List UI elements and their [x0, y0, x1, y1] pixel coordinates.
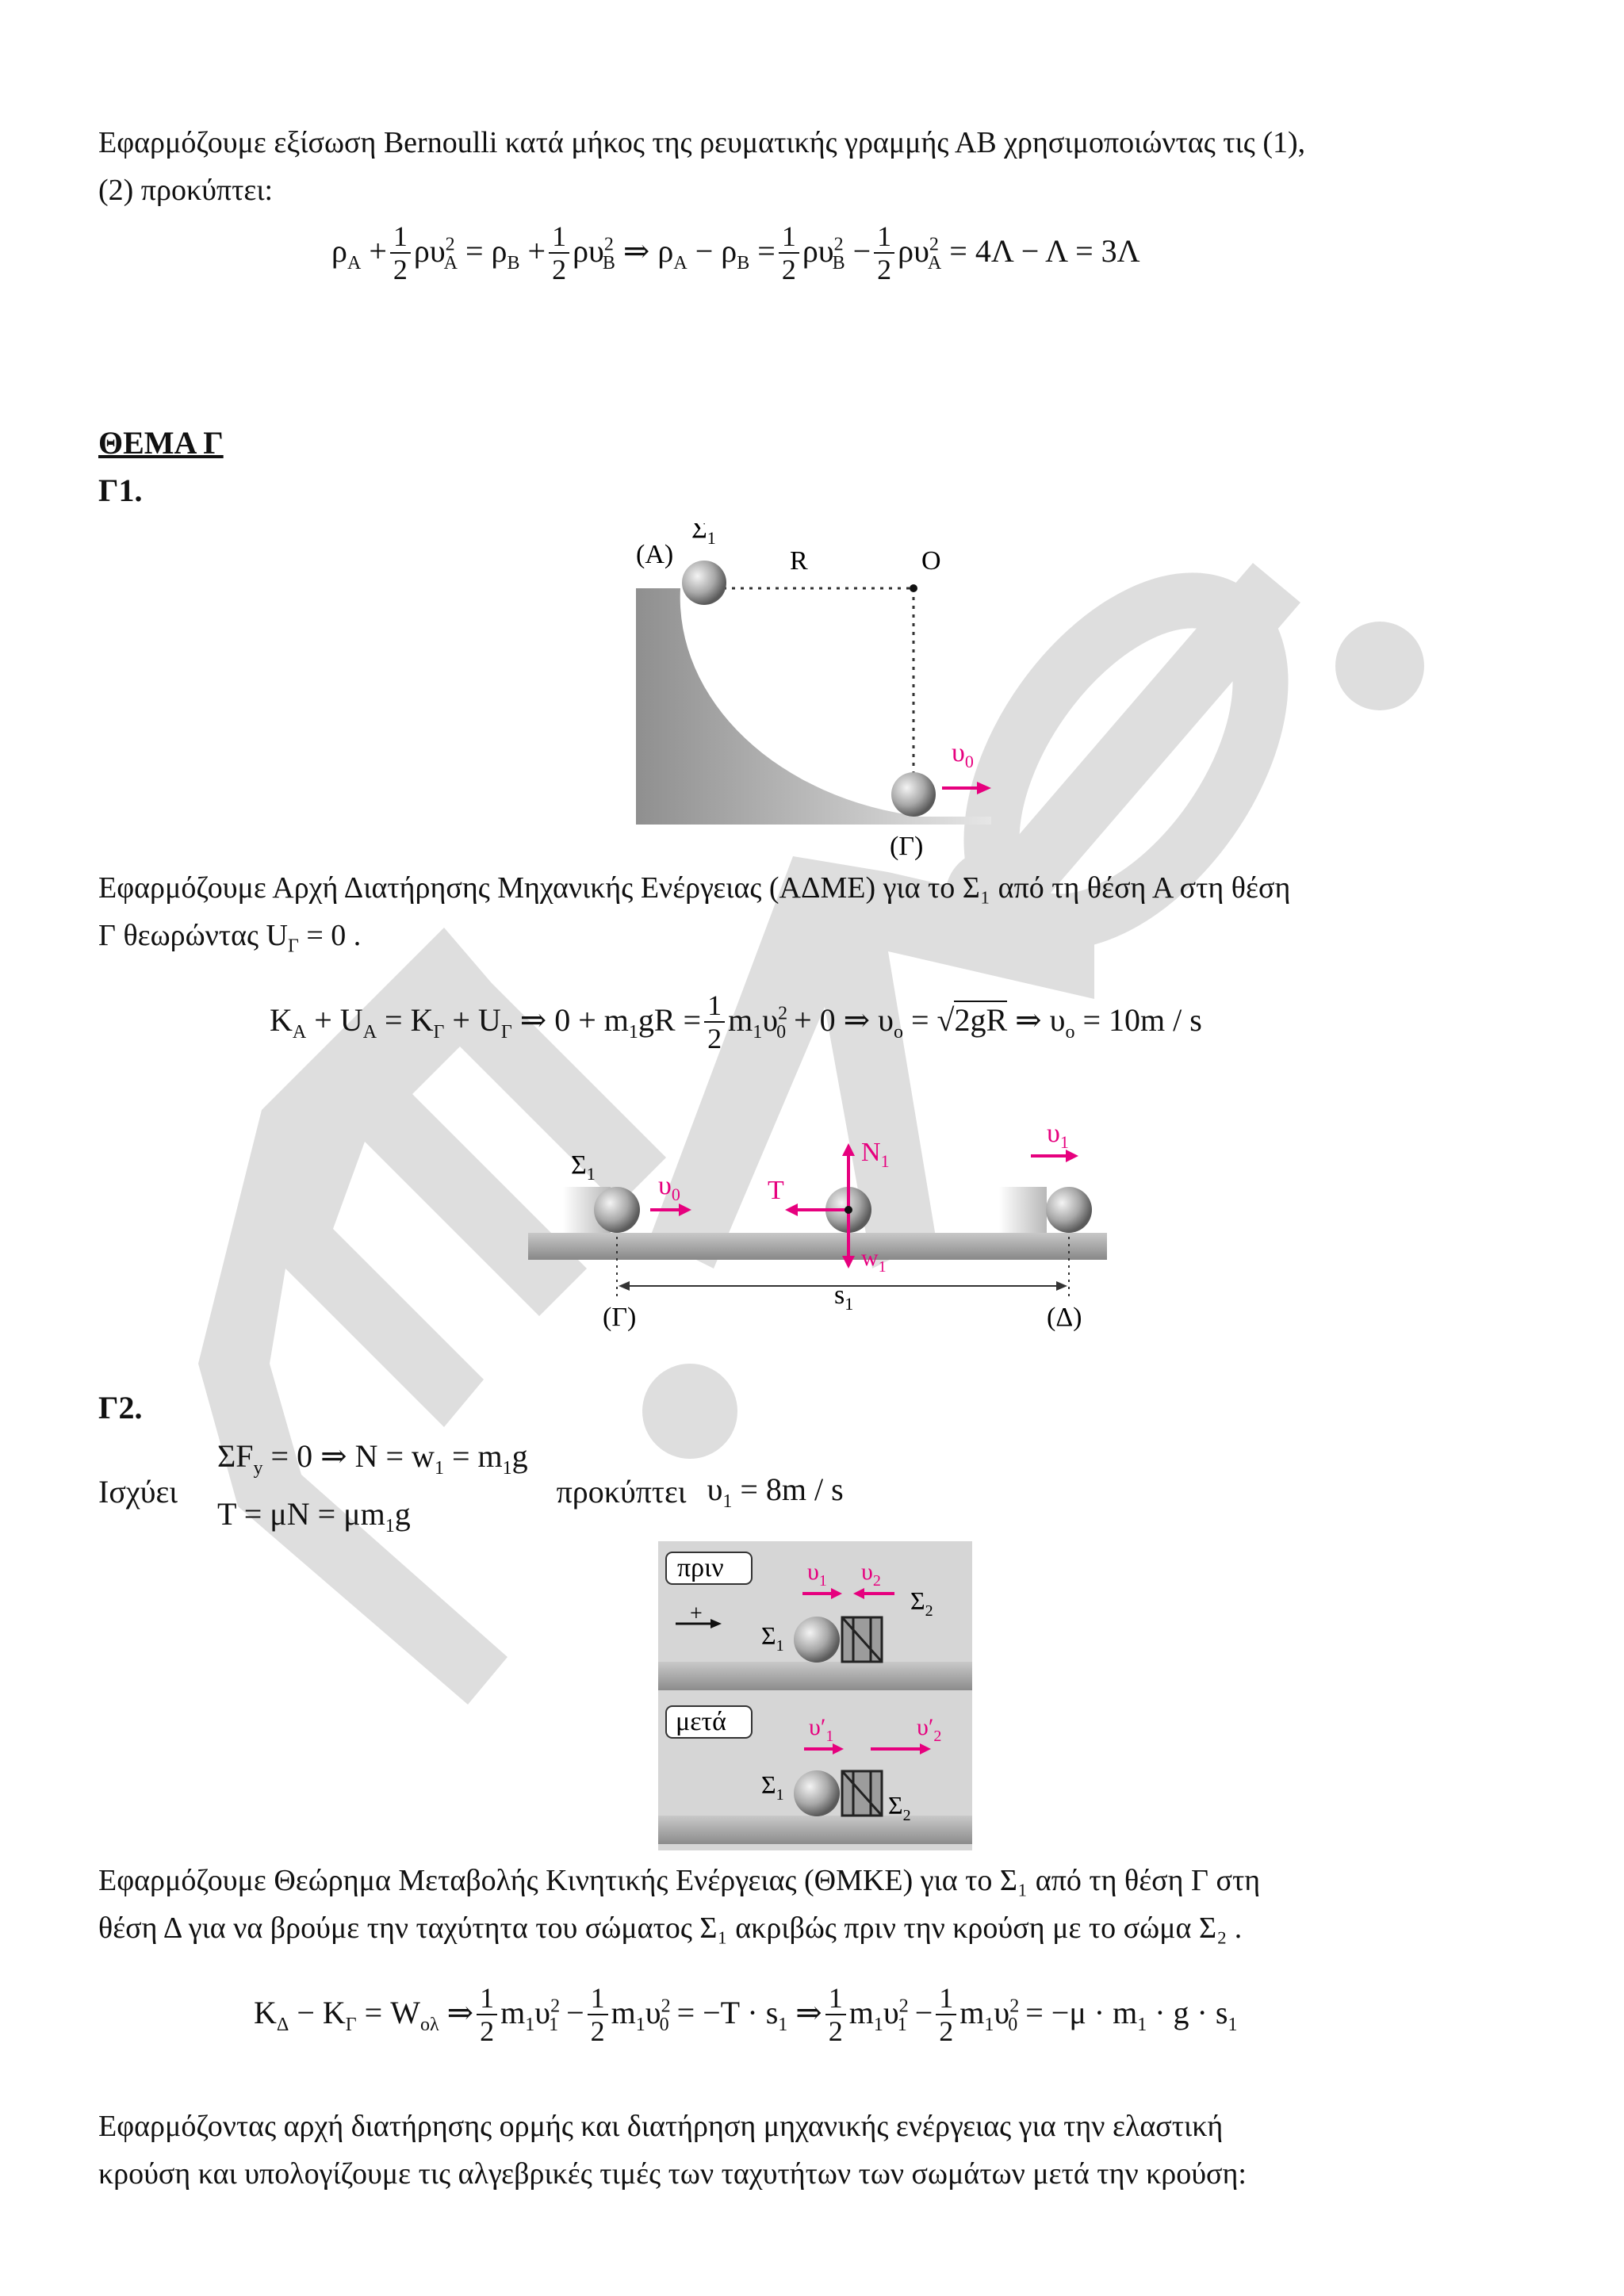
arrow-head	[679, 1203, 691, 1216]
arrow-head	[785, 1203, 798, 1216]
force-origin	[845, 1206, 852, 1214]
figure-ramp: (A) Σ1 R O υ0 (Γ)	[636, 523, 991, 861]
heading-g1: Γ1.	[98, 473, 143, 508]
text-line: = 0 .	[306, 919, 362, 952]
crate-detail	[841, 1617, 883, 1663]
label-G: (Γ)	[890, 832, 923, 861]
label-plus: +	[690, 1601, 703, 1626]
label-sigma1: Σ1	[571, 1150, 596, 1184]
ball-position-D	[1046, 1187, 1092, 1233]
paragraph-admе: Εφαρμόζουμε Αρχή Διατήρησης Μηχανικής Εν…	[98, 871, 1291, 957]
label-s1: s1	[834, 1280, 853, 1314]
center-point	[910, 584, 917, 592]
arrow-head	[831, 1588, 842, 1599]
arrow-head	[853, 1588, 864, 1599]
text-line: Εφαρμόζοντας αρχή διατήρησης ορμής και δ…	[98, 2110, 1224, 2143]
ball-sigma1-top	[682, 561, 726, 605]
equation-system: ΣFy = 0 ⇒ N = w1 = m1g T = μN = μm1g	[217, 1438, 528, 1536]
label-N1: N1	[861, 1138, 890, 1171]
arrow-head	[842, 1143, 855, 1156]
text-line: Εφαρμόζουμε εξίσωση Bernoulli κατά μήκος…	[98, 126, 1306, 159]
g2-block: Ισχύει ΣFy = 0 ⇒ N = w1 = m1g T = μN = μ…	[98, 1433, 844, 1549]
ramp-shape	[636, 588, 991, 825]
heading-theme-g: ΘΕΜΑ Γ	[98, 425, 224, 461]
label-O: O	[921, 546, 941, 576]
label-sigma1-after: Σ1	[761, 1770, 784, 1804]
arrow-head	[977, 782, 991, 794]
text-line: κρούση και υπολογίζουμε τις αλγεβρικές τ…	[98, 2157, 1247, 2191]
label-sigma1: Σ1	[691, 523, 716, 548]
text-line: θέση Δ για να βρούμε την ταχύτητα του σώ…	[98, 1911, 1243, 1945]
label-D: (Δ)	[1047, 1303, 1082, 1332]
label-sigma2-after: Σ2	[888, 1791, 911, 1824]
arrow-head	[619, 1281, 630, 1291]
ground-before	[658, 1662, 972, 1690]
label-sigma2-before: Σ2	[910, 1586, 933, 1620]
motion-trail	[999, 1187, 1047, 1233]
arrow-head	[833, 1743, 844, 1755]
figure-collision: πριν μετά + υ1 υ2 υ′1 υ′2 Σ1 Σ2 Σ1 Σ2	[658, 1541, 972, 1850]
text-isxyei: Ισχύει	[98, 1473, 178, 1510]
label-after: μετά	[676, 1707, 726, 1736]
arrow-head	[1056, 1281, 1067, 1291]
ball-position-G	[594, 1187, 640, 1233]
badge-before	[665, 1552, 753, 1585]
label-v0: υ0	[952, 738, 974, 771]
ground-after	[658, 1816, 972, 1844]
ball-sigma1-bottom	[891, 772, 936, 817]
paragraph-collision: Εφαρμόζοντας αρχή διατήρησης ορμής και δ…	[98, 2103, 1526, 2198]
text-line: Γ θεωρώντας U	[98, 919, 288, 952]
label-G: (Γ)	[603, 1303, 636, 1332]
label-before: πριν	[677, 1553, 724, 1582]
ball-sigma1-before	[794, 1617, 840, 1663]
label-A: (A)	[636, 540, 673, 569]
badge-after	[665, 1705, 753, 1739]
result-v1: υ1 = 8m / s	[707, 1471, 844, 1512]
arrow-head	[710, 1619, 722, 1628]
label-v1: υ1	[1047, 1119, 1069, 1152]
paragraph-thmke: Εφαρμόζουμε Θεώρημα Μεταβολής Κινητικής …	[98, 1857, 1526, 1952]
figure-friction: Σ1 υ0 T N1 w1 υ1 s1 (Γ) (Δ)	[528, 1119, 1107, 1332]
ground	[528, 1233, 1107, 1260]
arrow-head	[1066, 1150, 1078, 1162]
label-w1: w1	[861, 1245, 887, 1276]
label-sigma1-before: Σ1	[761, 1621, 784, 1655]
label-R: R	[790, 546, 808, 576]
arrow-head	[842, 1256, 855, 1269]
label-v0: υ0	[658, 1171, 680, 1204]
crate-detail	[841, 1770, 883, 1816]
text-line: Εφαρμόζουμε Αρχή Διατήρησης Μηχανικής Εν…	[98, 871, 1291, 905]
text-line: (2) προκύπτει:	[98, 174, 274, 207]
heading-g2: Γ2.	[98, 1390, 143, 1425]
text-line: Εφαρμόζουμε Θεώρημα Μεταβολής Κινητικής …	[98, 1864, 1261, 1897]
paragraph-bernoulli-intro: Εφαρμόζουμε εξίσωση Bernoulli κατά μήκος…	[98, 119, 1526, 214]
ball-sigma1-after	[794, 1770, 840, 1816]
text-prokyptei: προκύπτει	[556, 1473, 687, 1510]
label-T: T	[768, 1176, 784, 1205]
arrow-head	[920, 1743, 931, 1755]
